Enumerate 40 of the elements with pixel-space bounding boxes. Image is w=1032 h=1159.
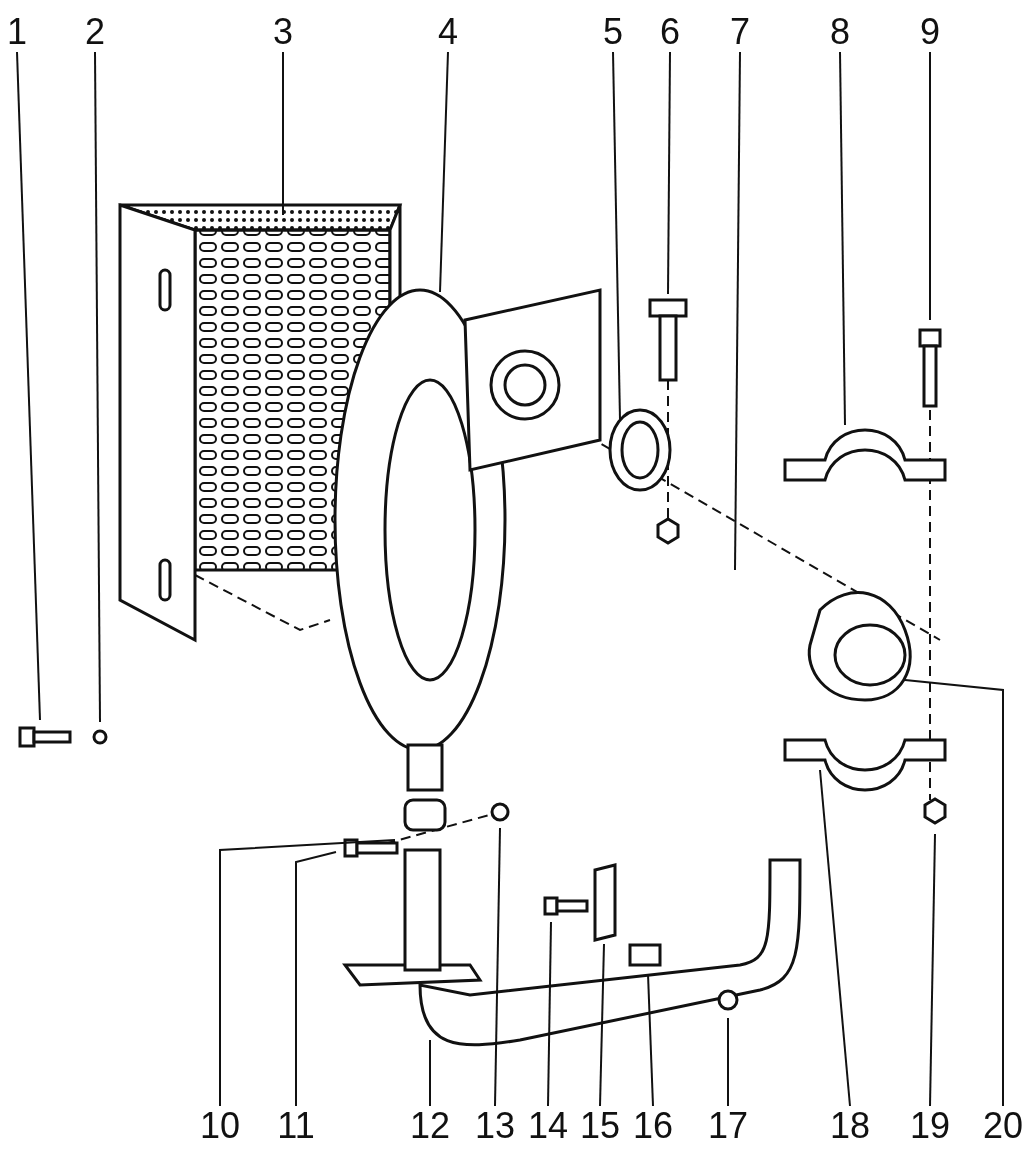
leader-line [599,943,605,1107]
leader-line [734,51,741,571]
leader-line [904,679,1004,1107]
leader-line [295,851,337,1107]
leader-line [16,51,41,721]
leader-line [819,769,851,1107]
callout-number: 4 [423,12,473,52]
callout-number: 13 [470,1106,520,1146]
leader-line [494,827,501,1107]
callout-number: 3 [258,12,308,52]
leader-line [439,51,449,293]
callout-number: 10 [195,1106,245,1146]
leader-line [839,51,846,426]
leader-line [727,1017,729,1107]
leader-line [612,51,621,421]
leader-line [429,1039,431,1107]
callout-number: 18 [825,1106,875,1146]
leader-line [647,973,654,1107]
leader-line [929,833,936,1107]
leader-line [219,839,396,1107]
callout-number: 14 [523,1106,573,1146]
callout-number: 6 [645,12,695,52]
leader-line [282,51,284,216]
callout-number: 15 [575,1106,625,1146]
leader-line [547,921,552,1107]
callout-number: 8 [815,12,865,52]
callout-number: 11 [271,1106,321,1146]
callout-number: 16 [628,1106,678,1146]
leader-line [929,51,931,321]
leader-line [94,51,101,723]
callout-number: 17 [703,1106,753,1146]
callout-number: 20 [978,1106,1028,1146]
callout-number: 1 [0,12,42,52]
leader-line [667,51,671,295]
callout-number: 12 [405,1106,455,1146]
callout-number: 19 [905,1106,955,1146]
callout-number: 9 [905,12,955,52]
callout-number: 5 [588,12,638,52]
callout-number: 2 [70,12,120,52]
callout-number: 7 [715,12,765,52]
